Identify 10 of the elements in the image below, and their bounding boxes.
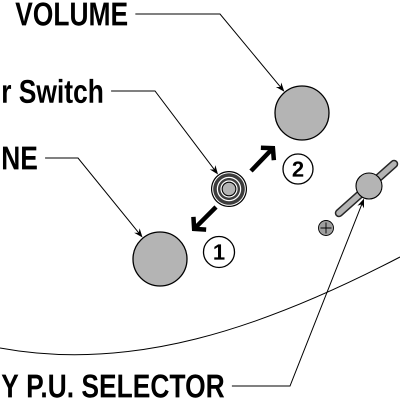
selector-knob	[355, 172, 383, 200]
callout-label: Y P.U. SELECTOR	[2, 374, 224, 398]
push-switch	[211, 171, 247, 207]
callout-label: VOLUME	[15, 2, 128, 26]
knob	[274, 85, 330, 141]
circled-number: 1	[202, 236, 236, 268]
callout-label: r Switch	[2, 78, 102, 104]
callout-label: NE	[2, 146, 37, 170]
circled-number: 2	[282, 153, 314, 185]
knob	[132, 231, 188, 287]
